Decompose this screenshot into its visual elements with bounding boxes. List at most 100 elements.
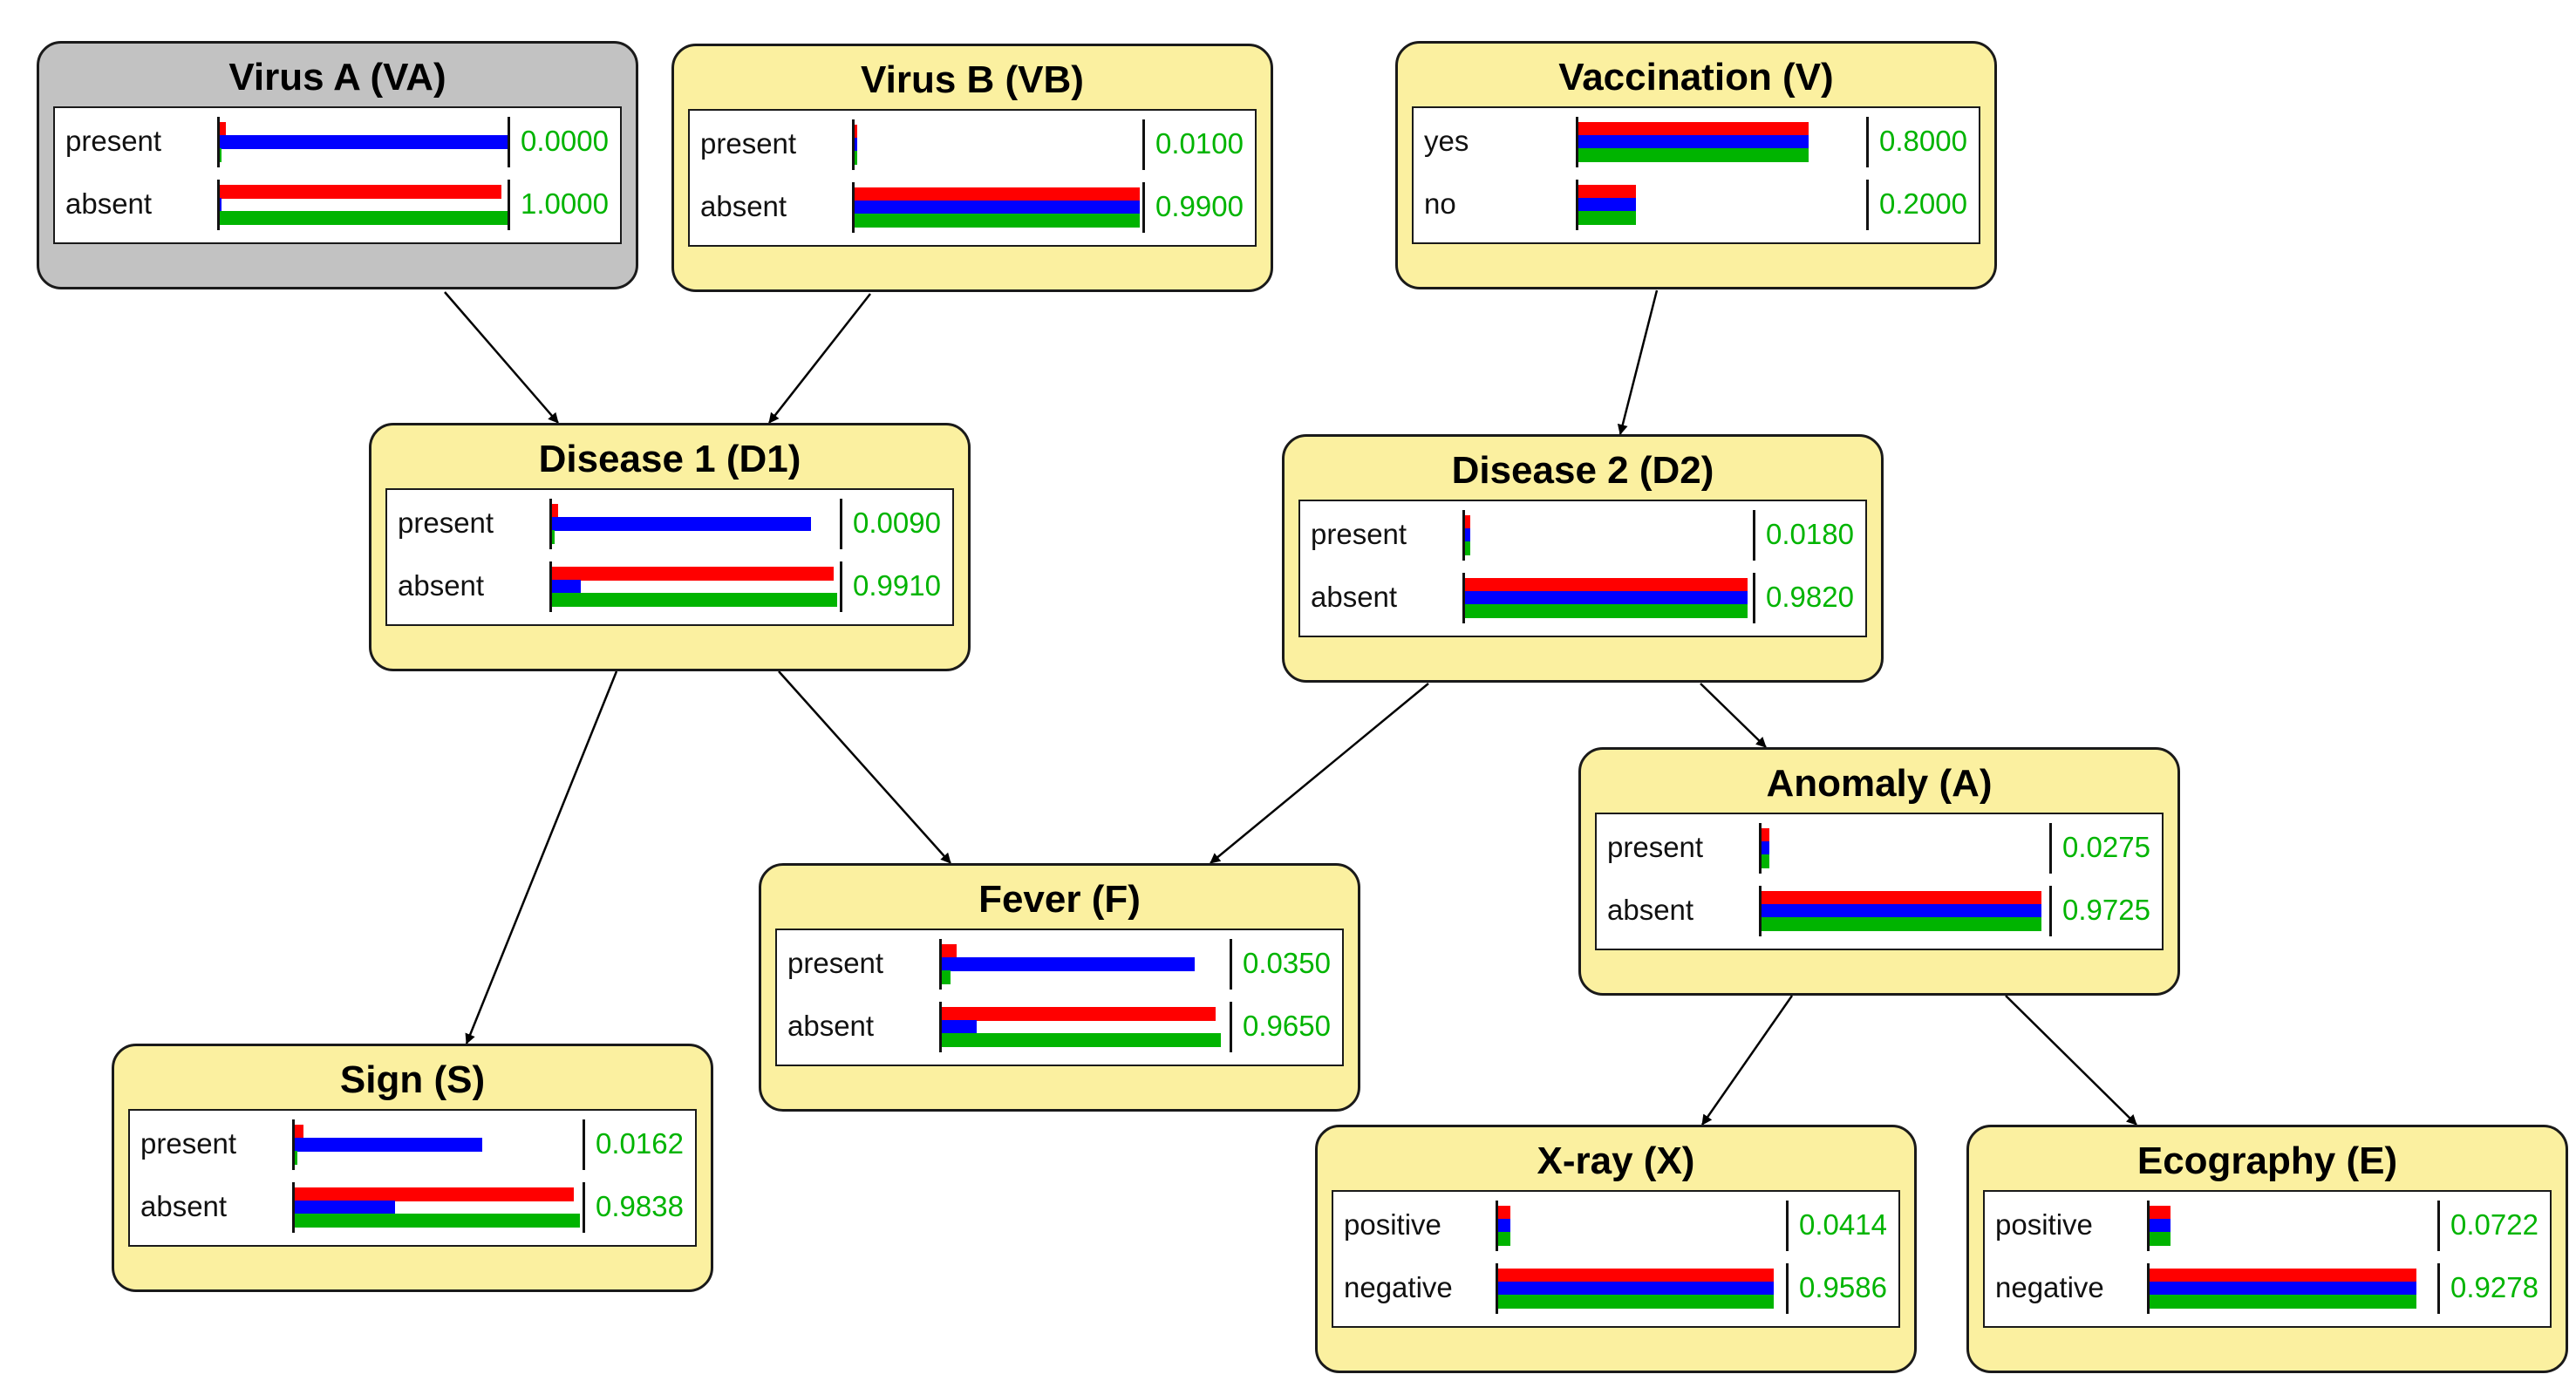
bar-green bbox=[1465, 541, 1470, 555]
edge-d1-to-s bbox=[465, 670, 618, 1044]
bar-green bbox=[855, 214, 1140, 228]
node-title: Virus B (VB) bbox=[861, 58, 1084, 101]
bar-green bbox=[1498, 1295, 1774, 1309]
state-label: present bbox=[398, 507, 494, 539]
probability-bar bbox=[939, 939, 1232, 990]
state-label: present bbox=[700, 127, 797, 160]
bar-green bbox=[1762, 854, 1769, 868]
edge-d2-to-f bbox=[1210, 683, 1429, 864]
probability-value: 0.9838 bbox=[596, 1190, 684, 1222]
state-label: absent bbox=[1311, 581, 1398, 613]
state-row-no[interactable]: no 0.2000 bbox=[1414, 174, 1979, 237]
bar-blue bbox=[1578, 135, 1809, 149]
state-label: present bbox=[140, 1127, 237, 1160]
bar-red bbox=[2150, 1269, 2416, 1282]
bar-red bbox=[1465, 578, 1748, 592]
bar-red bbox=[942, 944, 957, 958]
state-label: present bbox=[1607, 831, 1704, 863]
bar-blue bbox=[942, 957, 1195, 971]
probability-value: 0.9910 bbox=[853, 569, 941, 602]
state-label: absent bbox=[65, 187, 153, 220]
bar-red bbox=[220, 185, 501, 199]
probability-bar bbox=[2147, 1263, 2440, 1314]
probability-bar bbox=[1462, 510, 1755, 561]
state-label: negative bbox=[1995, 1271, 2104, 1303]
bar-red bbox=[1578, 185, 1636, 199]
bar-blue bbox=[2150, 1219, 2171, 1233]
bar-blue bbox=[1762, 841, 1769, 855]
probability-bar bbox=[217, 180, 510, 230]
probability-bar bbox=[2147, 1201, 2440, 1251]
bar-green bbox=[552, 593, 837, 607]
state-label: absent bbox=[1607, 894, 1694, 926]
node-v[interactable]: Vaccination (V) yes 0.8000 no 0.2000 bbox=[1395, 41, 1997, 289]
bar-blue bbox=[552, 580, 581, 594]
bar-blue bbox=[1762, 904, 2041, 918]
probability-bar bbox=[1576, 117, 1869, 167]
bar-red bbox=[1578, 122, 1809, 136]
node-title: Sign (S) bbox=[339, 1058, 486, 1101]
state-row-absent[interactable]: absent 0.9820 bbox=[1300, 568, 1865, 630]
bar-blue bbox=[1578, 198, 1636, 212]
bar-red bbox=[2150, 1206, 2171, 1220]
state-row-present[interactable]: present 0.0350 bbox=[777, 934, 1342, 997]
probability-value: 0.8000 bbox=[1879, 125, 1967, 157]
bar-green bbox=[1578, 148, 1809, 162]
edge-d2-to-a bbox=[1700, 683, 1767, 748]
probability-bar bbox=[1496, 1263, 1789, 1314]
probability-value: 0.0350 bbox=[1243, 947, 1331, 979]
bar-blue bbox=[855, 201, 1140, 214]
state-label: present bbox=[787, 947, 884, 979]
node-title: Anomaly (A) bbox=[1766, 762, 1993, 805]
bar-green bbox=[220, 211, 508, 225]
probability-value: 0.2000 bbox=[1879, 187, 1967, 220]
probability-value: 0.0180 bbox=[1766, 518, 1854, 550]
probability-bar bbox=[1759, 823, 2052, 874]
bar-green bbox=[220, 148, 221, 162]
bar-green bbox=[295, 1151, 297, 1165]
probability-value: 0.0000 bbox=[521, 125, 609, 157]
probability-value: 0.9820 bbox=[1766, 581, 1854, 613]
state-label: no bbox=[1424, 187, 1456, 220]
state-row-yes[interactable]: yes 0.8000 bbox=[1414, 112, 1979, 174]
state-label: yes bbox=[1424, 125, 1469, 157]
state-label: present bbox=[1311, 518, 1407, 550]
bar-green bbox=[942, 1033, 1221, 1047]
probability-value: 0.0090 bbox=[853, 507, 941, 539]
probability-bar bbox=[1759, 886, 2052, 936]
state-row-present[interactable]: present 0.0090 bbox=[387, 493, 952, 556]
bar-red bbox=[1762, 828, 1769, 842]
bar-blue bbox=[552, 517, 811, 531]
node-title: Vaccination (V) bbox=[1558, 56, 1834, 99]
node-title: Disease 1 (D1) bbox=[538, 438, 801, 480]
bar-blue bbox=[1498, 1219, 1510, 1233]
bar-green bbox=[2150, 1232, 2171, 1246]
state-row-present[interactable]: present 0.0180 bbox=[1300, 505, 1865, 568]
